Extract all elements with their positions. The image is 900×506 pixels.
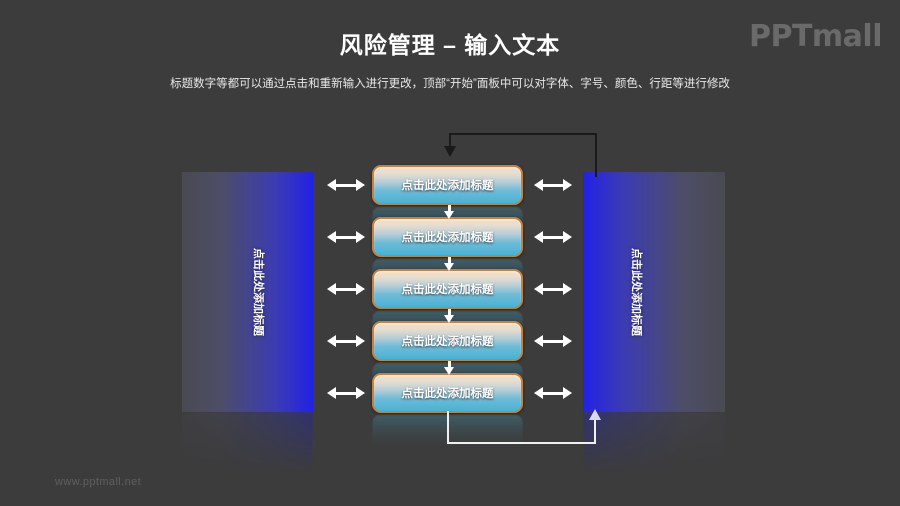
top-connector-horizontal-segment: [449, 133, 597, 135]
brand-logo: PPTmall: [748, 19, 883, 54]
down-arrow-icon: [444, 257, 455, 271]
right-double-arrow-icon: [534, 386, 572, 400]
bottom-connector-left-vertical-segment: [447, 411, 449, 444]
right-double-arrow-icon: [534, 282, 572, 296]
right-double-arrow-icon: [534, 230, 572, 244]
down-arrow-icon: [444, 361, 455, 375]
bottom-connector-horizontal-segment: [447, 442, 596, 444]
flow-box[interactable]: 点击此处添加标题: [372, 165, 523, 205]
left-side-panel-label: 点击此处添加标题: [252, 248, 264, 336]
top-connector-right-vertical-segment: [595, 133, 597, 177]
bottom-connector-arrowhead-icon: [589, 409, 601, 420]
flow-box[interactable]: 点击此处添加标题: [372, 321, 523, 361]
flow-box-label: 点击此处添加标题: [401, 232, 494, 244]
top-connector-left-vertical-segment: [449, 133, 451, 148]
page-title[interactable]: 风险管理 – 输入文本: [339, 32, 561, 58]
flow-box[interactable]: 点击此处添加标题: [372, 217, 523, 257]
left-double-arrow-icon: [327, 230, 365, 244]
left-double-arrow-icon: [327, 386, 365, 400]
page-subtitle[interactable]: 标题数字等都可以通过点击和重新输入进行更改，顶部“开始”面板中可以对字体、字号、…: [170, 78, 730, 90]
flow-box[interactable]: 点击此处添加标题: [372, 269, 523, 309]
top-connector-arrowhead-icon: [444, 146, 456, 157]
left-double-arrow-icon: [327, 334, 365, 348]
right-double-arrow-icon: [534, 334, 572, 348]
flow-box[interactable]: 点击此处添加标题: [372, 373, 523, 413]
left-side-panel[interactable]: 点击此处添加标题: [182, 172, 313, 412]
left-panel-reflection: [182, 412, 313, 474]
left-double-arrow-icon: [327, 178, 365, 192]
flow-box-label: 点击此处添加标题: [401, 336, 494, 348]
left-double-arrow-icon: [327, 282, 365, 296]
bottom-connector-right-vertical-segment: [594, 420, 596, 444]
down-arrow-icon: [444, 205, 455, 219]
right-side-panel-label: 点击此处添加标题: [630, 248, 642, 336]
flow-box-label: 点击此处添加标题: [401, 180, 494, 192]
watermark-url: www.pptmall.net: [55, 476, 142, 488]
right-side-panel[interactable]: 点击此处添加标题: [583, 172, 725, 412]
down-arrow-icon: [444, 309, 455, 323]
right-panel-reflection: [583, 412, 725, 474]
flow-box-label: 点击此处添加标题: [401, 388, 494, 400]
right-double-arrow-icon: [534, 178, 572, 192]
flow-box-label: 点击此处添加标题: [401, 284, 494, 296]
